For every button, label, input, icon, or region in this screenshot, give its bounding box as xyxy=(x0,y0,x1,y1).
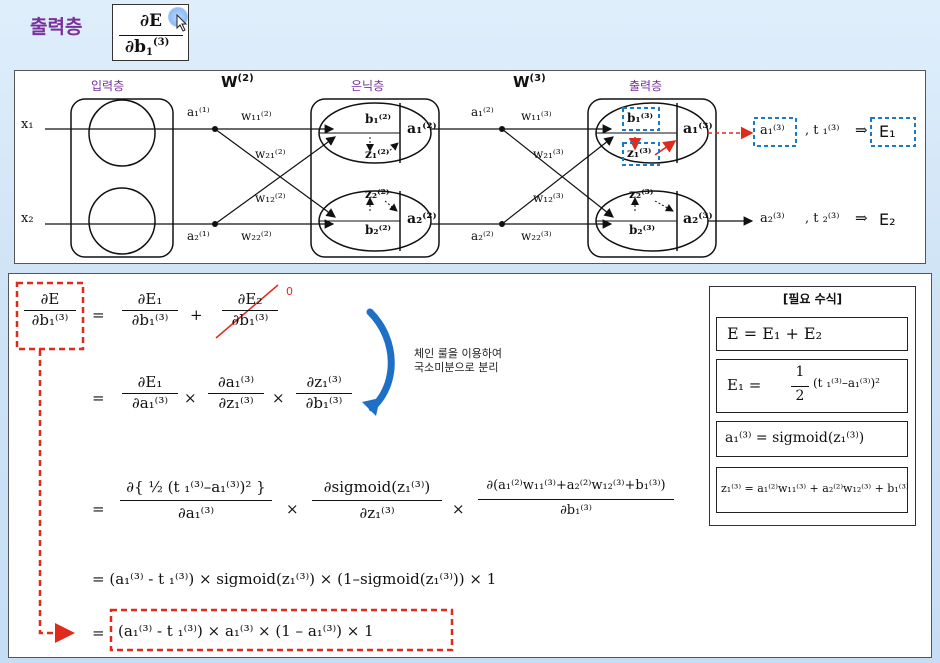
line5-result: (a₁⁽³⁾ - t ₁⁽³⁾) × a₁⁽³⁾ × (1 – a₁⁽³⁾) ×… xyxy=(118,622,374,640)
w22-2-label: w₂₂⁽²⁾ xyxy=(241,229,272,243)
out1-arrow: ⇒ xyxy=(855,121,868,139)
line1-plus: + xyxy=(190,306,203,324)
line2-factor1: ∂E₁ ∂a₁⁽³⁾ xyxy=(122,373,178,412)
out2-arrow: ⇒ xyxy=(855,209,868,227)
cursor-arrow-icon xyxy=(176,14,188,32)
a2-1-label: a₂⁽¹⁾ xyxy=(187,229,210,243)
line2-equals: = xyxy=(92,389,105,407)
line3-factor1: ∂{ ½ (t ₁⁽³⁾–a₁⁽³⁾)² } ∂a₁⁽³⁾ xyxy=(120,478,272,522)
formula-e-total: E = E₁ + E₂ xyxy=(716,317,908,351)
highlight-z1-3 xyxy=(622,142,660,166)
hidden-b1-label: b₁⁽²⁾ xyxy=(365,112,392,126)
input-layer-box xyxy=(70,98,174,258)
out1-a-label: a₁⁽³⁾ xyxy=(760,123,785,138)
line2-factor2: ∂a₁⁽³⁾ ∂z₁⁽³⁾ xyxy=(208,373,264,412)
input-x1: x₁ xyxy=(21,117,34,132)
line4-expression: = (a₁⁽³⁾ - t ₁⁽³⁾) × sigmoid(z₁⁽³⁾) × (1… xyxy=(92,570,497,588)
out2-t-label: , t ₂⁽³⁾ xyxy=(805,211,840,226)
out2-a-label: a₂⁽³⁾ xyxy=(760,211,785,226)
output-z1-label: z₁⁽³⁾ xyxy=(627,146,652,160)
output-z2-label: z₂⁽³⁾ xyxy=(629,187,654,201)
output-b1-label: b₁⁽³⁾ xyxy=(627,111,654,125)
w21-2-label: w₂₁⁽²⁾ xyxy=(255,147,286,161)
out1-e-label: E₁ xyxy=(879,122,896,141)
line3-times1: × xyxy=(286,500,299,518)
hidden-z2-label: z₂⁽²⁾ xyxy=(365,187,390,201)
chain-rule-note: 체인 룰을 이용하여 국소미분으로 분리 xyxy=(414,347,502,374)
line1-term1: ∂E₁ ∂b₁⁽³⁾ xyxy=(122,290,178,329)
hidden-a1-label: a₁⁽²⁾ xyxy=(407,121,437,137)
neural-network-diagram: 입력층 은닉층 출력층 W(2) W(3) x₁ x₂ a₁⁽¹⁾ a₂⁽¹⁾ … xyxy=(14,70,926,264)
out1-t-label: , t ₁⁽³⁾ xyxy=(805,123,840,138)
zero-annotation: 0 xyxy=(286,285,293,298)
title-fraction-numerator: ∂E xyxy=(139,11,163,31)
line2-factor3: ∂z₁⁽³⁾ ∂b₁⁽³⁾ xyxy=(296,373,352,412)
w22-3-label: w₂₂⁽³⁾ xyxy=(521,229,552,243)
w11-2-label: w₁₁⁽²⁾ xyxy=(241,109,272,123)
formula-a1: a₁⁽³⁾ = sigmoid(z₁⁽³⁾) xyxy=(716,421,908,457)
formulas-title: [필요 수식] xyxy=(782,292,843,306)
network-svg xyxy=(45,98,916,258)
line2-times2: × xyxy=(272,389,285,407)
line1-equals: = xyxy=(92,306,105,324)
formula-z1: z₁⁽³⁾ = a₁⁽²⁾w₁₁⁽³⁾ + a₂⁽²⁾w₁₂⁽³⁾ + b₁⁽³… xyxy=(716,467,909,513)
w21-3-label: w₂₁⁽³⁾ xyxy=(533,147,564,161)
hidden-layer-box xyxy=(310,98,440,258)
hidden-layer-label: 은닉층 xyxy=(351,79,385,93)
line5-equals: = xyxy=(92,624,105,642)
output-a2-label: a₂⁽³⁾ xyxy=(683,211,713,227)
required-formulas-box: [필요 수식] E = E₁ + E₂ E₁ = 1 2 (t ₁⁽³⁾–a₁⁽… xyxy=(709,286,916,526)
formula-e1: E₁ = 1 2 (t ₁⁽³⁾–a₁⁽³⁾)² xyxy=(716,359,908,413)
out2-e-label: E₂ xyxy=(879,210,896,229)
output-layer-box xyxy=(587,98,717,258)
hidden-a2-label: a₂⁽²⁾ xyxy=(407,211,437,227)
w2-label: W(2) xyxy=(221,73,254,91)
highlight-a1-3 xyxy=(753,117,797,147)
hidden-z1-label: z₁⁽²⁾ xyxy=(365,147,390,161)
w12-3-label: w₁₂⁽³⁾ xyxy=(533,191,564,205)
highlight-e1 xyxy=(870,117,916,147)
line3-factor3: ∂(a₁⁽²⁾w₁₁⁽³⁾+a₂⁽²⁾w₁₂⁽³⁾+b₁⁽³⁾) ∂b₁⁽³⁾ xyxy=(478,478,674,518)
title-fraction-denominator: ∂b1(3) xyxy=(125,37,170,58)
a2-2-label: a₂⁽²⁾ xyxy=(471,229,494,243)
highlight-b1-3 xyxy=(622,107,660,131)
w3-label: W(3) xyxy=(513,73,546,91)
line1-term2: ∂E₂ ∂b₁⁽³⁾ xyxy=(222,290,278,329)
output-b2-label: b₂⁽³⁾ xyxy=(629,223,656,237)
input-node-1 xyxy=(88,99,156,167)
line2-times1: × xyxy=(184,389,197,407)
line3-factor2: ∂sigmoid(z₁⁽³⁾) ∂z₁⁽³⁾ xyxy=(312,478,442,522)
output-layer-label: 출력층 xyxy=(629,79,663,93)
input-layer-label: 입력층 xyxy=(91,79,125,93)
input-x2: x₂ xyxy=(21,211,34,226)
slide-title: 출력층 xyxy=(30,16,83,38)
input-node-2 xyxy=(88,187,156,255)
w12-2-label: w₁₂⁽²⁾ xyxy=(255,191,286,205)
a1-2-label: a₁⁽²⁾ xyxy=(471,105,494,119)
output-a1-label: a₁⁽³⁾ xyxy=(683,121,713,137)
lhs-fraction: ∂E ∂b₁⁽³⁾ xyxy=(24,290,76,329)
a1-1-label: a₁⁽¹⁾ xyxy=(187,105,210,119)
line3-times2: × xyxy=(452,500,465,518)
hidden-b2-label: b₂⁽²⁾ xyxy=(365,223,392,237)
w11-3-label: w₁₁⁽³⁾ xyxy=(521,109,552,123)
line3-equals: = xyxy=(92,500,105,518)
